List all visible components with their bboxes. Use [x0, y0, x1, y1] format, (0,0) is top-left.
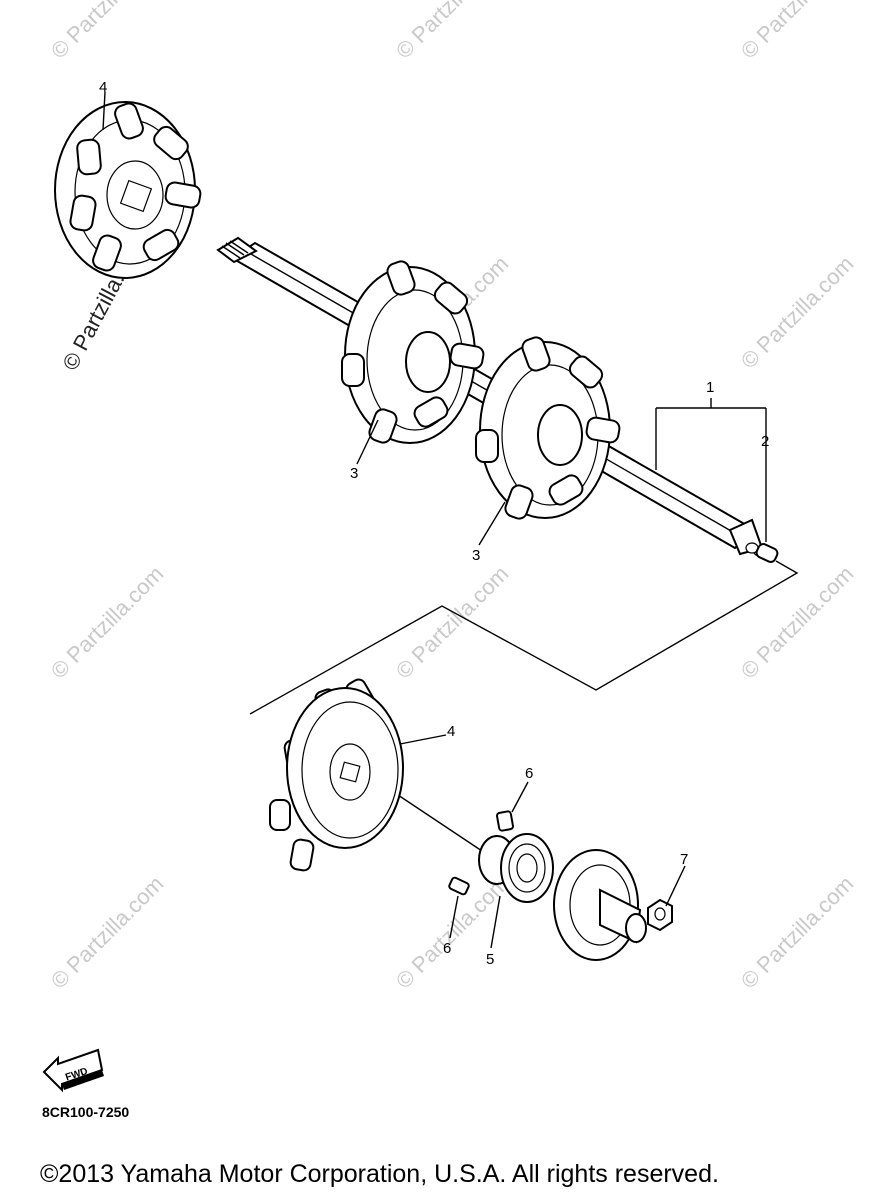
copyright-notice: ©2013 Yamaha Motor Corporation, U.S.A. A… — [40, 1160, 719, 1188]
watermark: © Partzilla.com — [736, 871, 859, 994]
shaft-end-plug — [745, 542, 779, 563]
callout-7: 7 — [680, 851, 688, 868]
watermark: © Partzilla.com — [391, 0, 514, 64]
callout-4: 4 — [99, 79, 107, 96]
callouts: 1 2 3 3 4 4 5 6 6 7 — [99, 79, 769, 968]
callout-3: 3 — [472, 547, 480, 564]
bearing — [478, 833, 554, 903]
callout-4: 4 — [447, 723, 455, 740]
watermark: © Partzilla.com — [46, 871, 169, 994]
watermark: © Partzilla.com — [736, 0, 859, 64]
callout-6: 6 — [443, 940, 451, 957]
watermark: © Partzilla.com — [736, 251, 859, 374]
assembly-lines — [249, 398, 799, 856]
watermark: © Partzilla.com — [391, 561, 514, 684]
sprocket-wheel-bottom — [269, 678, 404, 872]
nut — [647, 898, 673, 932]
sprocket-middle-right — [475, 336, 621, 520]
set-screws — [448, 810, 514, 896]
callout-3: 3 — [350, 465, 358, 482]
watermark: © Partzilla.com — [46, 0, 169, 64]
sprocket-wheel-top — [54, 101, 202, 279]
callout-5: 5 — [486, 951, 494, 968]
watermark: © Partzilla.com — [736, 561, 859, 684]
sprocket-middle-left — [341, 260, 485, 444]
watermark: © Partzilla.com — [46, 561, 169, 684]
callout-2: 2 — [761, 433, 769, 450]
callout-6: 6 — [525, 765, 533, 782]
flange-hub — [553, 849, 647, 961]
callout-1: 1 — [706, 379, 714, 396]
diagram-code: 8CR100-7250 — [42, 1104, 130, 1120]
fwd-arrow-icon: FWD — [42, 1048, 104, 1093]
leader-lines — [102, 91, 686, 949]
